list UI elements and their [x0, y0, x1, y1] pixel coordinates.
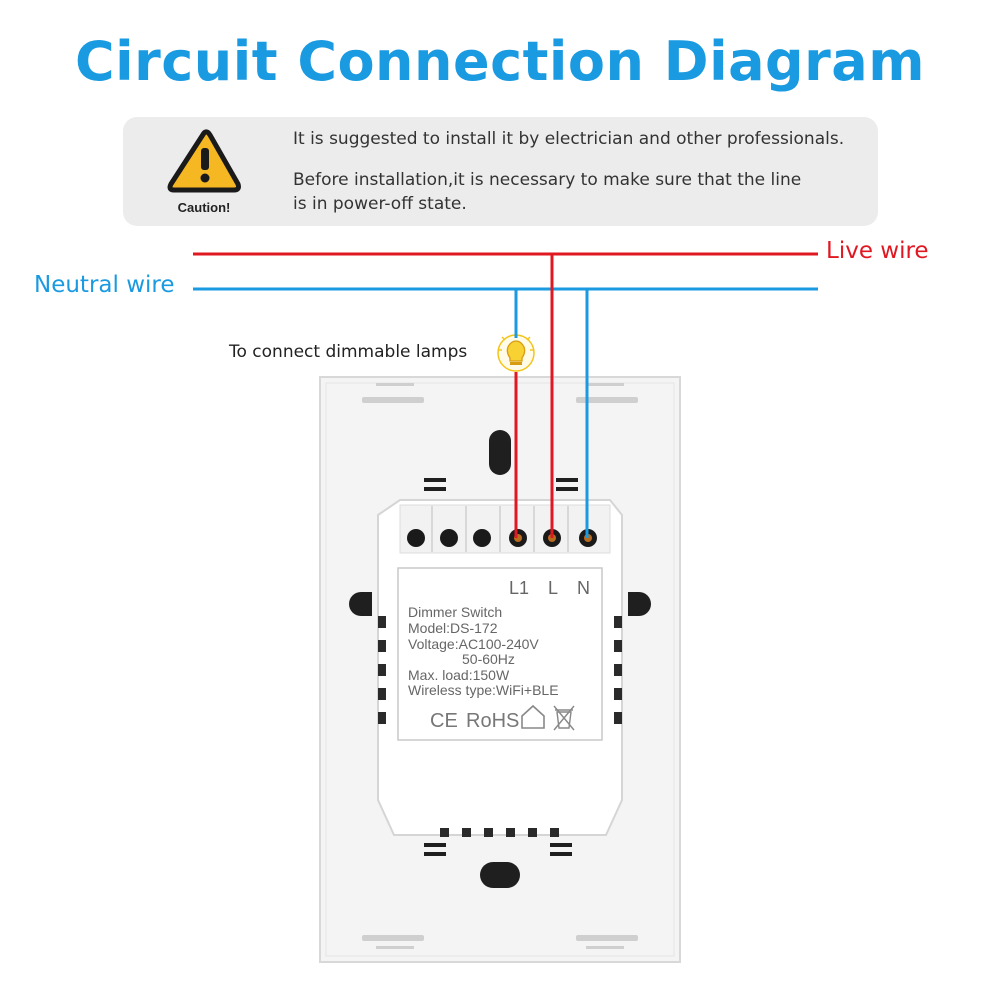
live-wire-label: Live wire — [826, 238, 929, 264]
page-title: Circuit Connection Diagram — [74, 30, 926, 93]
home-icon — [521, 704, 545, 729]
device-wireless: Wireless type:WiFi+BLE — [408, 682, 559, 698]
caution-box — [123, 117, 878, 226]
device-name: Dimmer Switch — [408, 604, 502, 620]
caution-note-2b: is in power-off state. — [293, 194, 467, 214]
ce-mark: CE — [430, 710, 458, 732]
terminal-label-l: L — [548, 578, 558, 598]
caution-label: Caution! — [177, 200, 231, 215]
device-frequency: 50-60Hz — [462, 651, 515, 667]
lamp-label: To connect dimmable lamps — [229, 342, 468, 362]
wiring — [193, 252, 818, 538]
device-voltage: Voltage:AC100-240V — [408, 636, 539, 652]
terminal-label-n: N — [577, 578, 590, 598]
caution-note-1: It is suggested to install it by electri… — [293, 129, 845, 149]
terminal-label-l1: L1 — [509, 578, 529, 598]
device-max-load: Max. load:150W — [408, 667, 510, 683]
caution-note-2a: Before installation,it is necessary to m… — [293, 170, 802, 190]
caution-note-2: Before installation,it is necessary to m… — [293, 168, 801, 216]
warning-icon — [167, 129, 241, 193]
rohs-mark: RoHS — [466, 710, 519, 732]
neutral-wire-label: Neutral wire — [34, 272, 175, 298]
dimmer-module: L1 L N Dimmer Switch Model:DS-172 Voltag… — [377, 499, 623, 837]
device-model: Model:DS-172 — [408, 620, 498, 636]
weee-bin-icon — [553, 705, 575, 731]
